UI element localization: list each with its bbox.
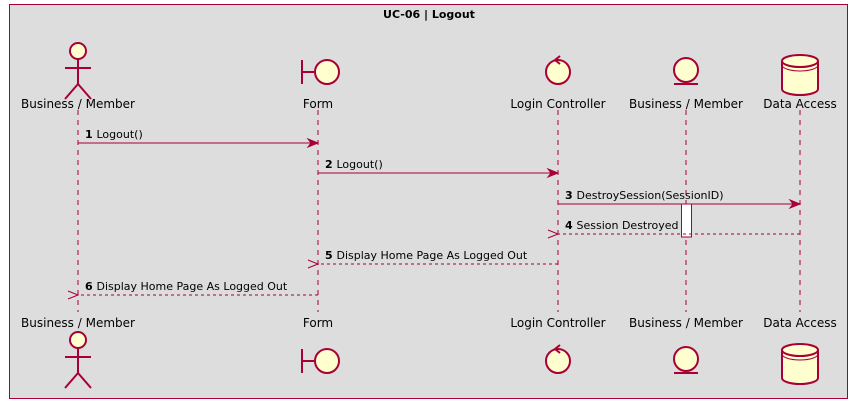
participant-label-top: Business / Member xyxy=(629,97,743,111)
entity-circle xyxy=(673,346,699,372)
message-text: DestroySession(SessionID) xyxy=(576,189,723,202)
message-arrowhead xyxy=(788,198,802,210)
activations xyxy=(681,203,692,238)
participant-label-bottom: Form xyxy=(303,316,333,330)
participant-top-p-form: Form xyxy=(301,59,340,111)
activation-bar xyxy=(681,203,692,238)
message-arrowhead xyxy=(547,229,560,239)
participant-bottom-p-entity: Business / Member xyxy=(629,316,743,374)
participants-top: Business / Member Form Login Controller Bus… xyxy=(21,42,837,111)
diagram-title: UC-06 | Logout xyxy=(383,8,475,21)
message-5: 5 Display Home Page As Logged Out xyxy=(307,249,558,269)
message-3: 3 DestroySession(SessionID) xyxy=(558,189,802,210)
message-arrowhead xyxy=(307,259,320,269)
message-number: 3 xyxy=(565,189,576,202)
database-rim xyxy=(781,349,819,357)
message-text: Display Home Page As Logged Out xyxy=(96,280,287,293)
message-number: 2 xyxy=(325,158,336,171)
database-rim-2 xyxy=(781,64,819,72)
database-body xyxy=(781,61,819,96)
participant-label-bottom: Business / Member xyxy=(629,316,743,330)
actor-legs xyxy=(64,82,92,100)
control-arrow xyxy=(553,55,561,65)
participant-top-p-login: Login Controller xyxy=(510,55,606,111)
boundary-circle xyxy=(314,59,340,85)
participant-label-top: Login Controller xyxy=(510,97,605,111)
message-4: 4 Session Destroyed xyxy=(547,219,800,239)
entity-circle xyxy=(673,57,699,83)
participant-label-bottom: Business / Member xyxy=(21,316,135,330)
participant-label-bottom: Data Access xyxy=(763,316,837,330)
message-label: 1 Logout() xyxy=(85,128,143,141)
diagram-frame xyxy=(9,4,848,399)
participant-label-top: Data Access xyxy=(763,97,837,111)
control-arrow xyxy=(553,344,561,354)
boundary-circle xyxy=(314,348,340,374)
message-label: 2 Logout() xyxy=(325,158,383,171)
message-arrowhead xyxy=(67,290,80,300)
actor-head xyxy=(69,42,87,60)
database-body xyxy=(781,350,819,385)
participant-label-bottom: Login Controller xyxy=(510,316,605,330)
actor-head xyxy=(69,331,87,349)
participant-bottom-p-actor: Business / Member xyxy=(21,316,135,389)
participant-top-p-entity: Business / Member xyxy=(629,57,743,111)
participant-bottom-p-db: Data Access xyxy=(763,316,837,385)
participant-label-top: Business / Member xyxy=(21,97,135,111)
messages: 1 Logout()2 Logout()3 DestroySession(Ses… xyxy=(67,128,802,300)
message-label: 5 Display Home Page As Logged Out xyxy=(325,249,528,262)
message-label: 4 Session Destroyed xyxy=(565,219,679,232)
participant-bottom-p-login: Login Controller xyxy=(510,316,606,374)
message-1: 1 Logout() xyxy=(78,128,320,149)
database-rim-2 xyxy=(781,353,819,361)
control-circle xyxy=(545,59,571,85)
message-label: 6 Display Home Page As Logged Out xyxy=(85,280,288,293)
participants-bottom: Business / Member Form Login Controller Bus… xyxy=(21,316,837,389)
message-text: Logout() xyxy=(96,128,142,141)
message-label: 3 DestroySession(SessionID) xyxy=(565,189,724,202)
message-number: 1 xyxy=(85,128,96,141)
message-arrowhead xyxy=(306,137,320,149)
message-number: 4 xyxy=(565,219,576,232)
participant-top-p-actor: Business / Member xyxy=(21,42,135,111)
participant-top-p-db: Data Access xyxy=(763,54,837,111)
participant-label-top: Form xyxy=(303,97,333,111)
actor-legs xyxy=(64,371,92,389)
message-text: Display Home Page As Logged Out xyxy=(336,249,527,262)
control-circle xyxy=(545,348,571,374)
message-arrowhead xyxy=(546,167,560,179)
message-text: Session Destroyed xyxy=(576,219,678,232)
participant-bottom-p-form: Form xyxy=(301,316,340,374)
message-number: 6 xyxy=(85,280,96,293)
message-text: Logout() xyxy=(336,158,382,171)
message-number: 5 xyxy=(325,249,336,262)
message-2: 2 Logout() xyxy=(318,158,560,179)
database-rim xyxy=(781,60,819,68)
message-6: 6 Display Home Page As Logged Out xyxy=(67,280,318,300)
